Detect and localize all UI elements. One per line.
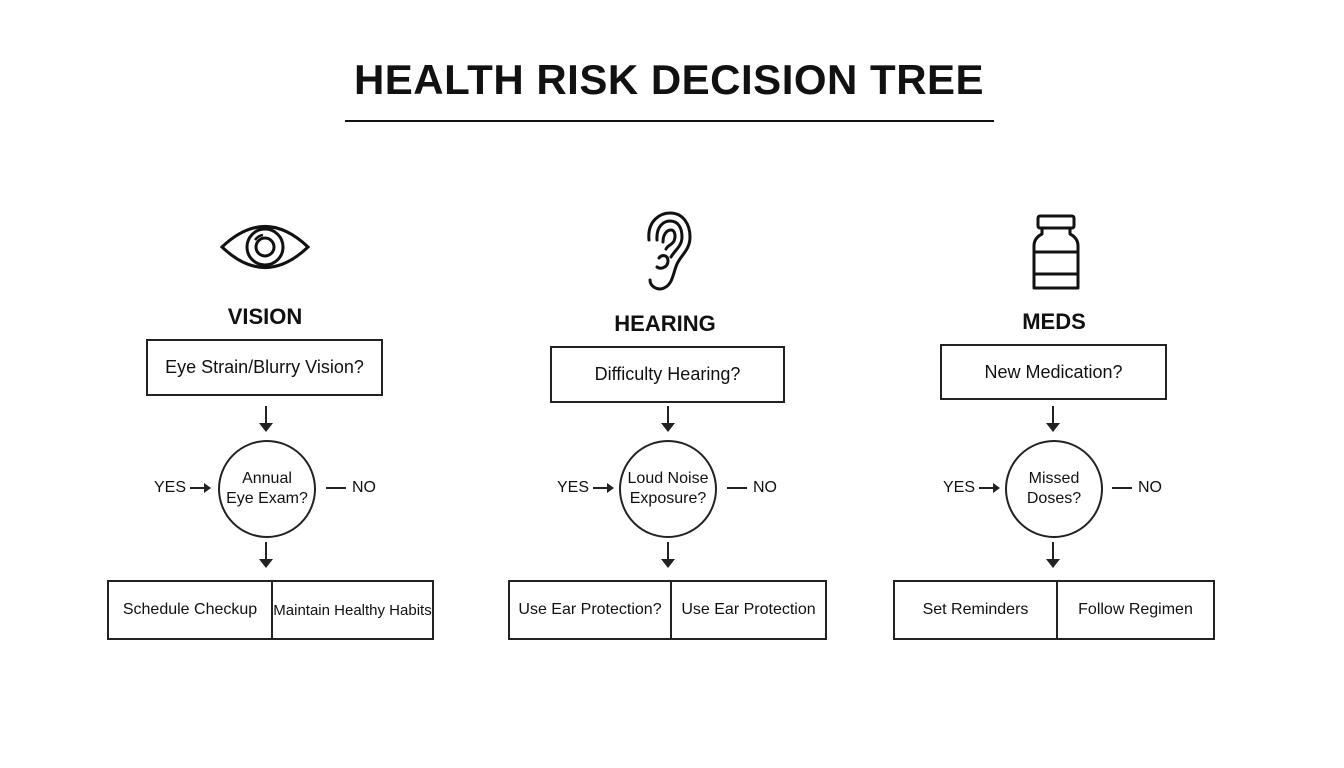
vision-question-box: Eye Strain/Blurry Vision?: [146, 339, 383, 396]
eye-icon: [219, 225, 311, 269]
vision-arrow-2: [259, 542, 273, 568]
hearing-yes-label: YES: [557, 479, 590, 496]
hearing-outcome-no: Use Ear Protection: [670, 582, 825, 638]
meds-decision-line2: Doses?: [1026, 490, 1082, 507]
hearing-decision-line1: Loud Noise: [627, 470, 709, 487]
meds-arrow-1: [1046, 406, 1060, 432]
meds-label: MEDS: [1022, 309, 1086, 334]
vision-label: VISION: [227, 304, 303, 329]
vision-question-text: Eye Strain/Blurry Vision?: [165, 357, 364, 377]
hearing-question-text: Difficulty Hearing?: [594, 364, 741, 384]
vision-yes-branch: YES: [154, 479, 212, 497]
meds-question-box: New Medication?: [940, 344, 1167, 400]
meds-no-branch: NO: [1112, 479, 1162, 497]
vision-decision-line2: Eye Exam?: [226, 490, 308, 507]
meds-no-label: NO: [1138, 479, 1162, 496]
meds-arrow-2: [1046, 542, 1060, 568]
meds-outcome-yes: Set Reminders: [922, 601, 1029, 618]
vision-outcome-no: Maintain Healthy Habits: [271, 582, 432, 638]
meds-decision-node: Missed Doses?: [1005, 440, 1103, 538]
meds-yes-label: YES: [943, 479, 976, 496]
meds-yes-branch: YES: [943, 479, 1001, 497]
hearing-outcomes: Use Ear Protection? Use Ear Protection: [508, 580, 827, 640]
ear-icon: [647, 211, 692, 291]
meds-decision-line1: Missed: [1028, 470, 1080, 487]
hearing-no-label: NO: [753, 479, 777, 496]
vision-yes-label: YES: [154, 479, 187, 496]
hearing-no-branch: NO: [727, 479, 777, 497]
vision-decision-node: Annual Eye Exam?: [218, 440, 316, 538]
vision-arrow-1: [259, 406, 273, 432]
hearing-arrow-2: [661, 542, 675, 568]
vision-no-label: NO: [352, 479, 376, 496]
page-title: HEALTH RISK DECISION TREE: [353, 56, 985, 103]
vision-decision-line1: Annual: [242, 470, 292, 487]
vision-no-branch: NO: [326, 479, 376, 497]
hearing-yes-branch: YES: [557, 479, 615, 497]
hearing-question-box: Difficulty Hearing?: [550, 346, 785, 403]
title-divider: [345, 120, 994, 122]
meds-outcome-no: Follow Regimen: [1056, 582, 1213, 638]
hearing-decision-node: Loud Noise Exposure?: [619, 440, 717, 538]
meds-outcomes: Set Reminders Follow Regimen: [893, 580, 1215, 640]
hearing-decision-line2: Exposure?: [629, 490, 707, 507]
hearing-label: HEARING: [614, 311, 716, 336]
vision-outcome-yes: Schedule Checkup: [122, 601, 258, 618]
meds-question-text: New Medication?: [984, 361, 1123, 382]
hearing-outcome-yes: Use Ear Protection?: [518, 601, 662, 618]
vision-outcomes: Schedule Checkup Maintain Healthy Habits: [107, 580, 434, 640]
medicine-bottle-icon: [1032, 214, 1080, 290]
hearing-arrow-1: [661, 406, 675, 432]
